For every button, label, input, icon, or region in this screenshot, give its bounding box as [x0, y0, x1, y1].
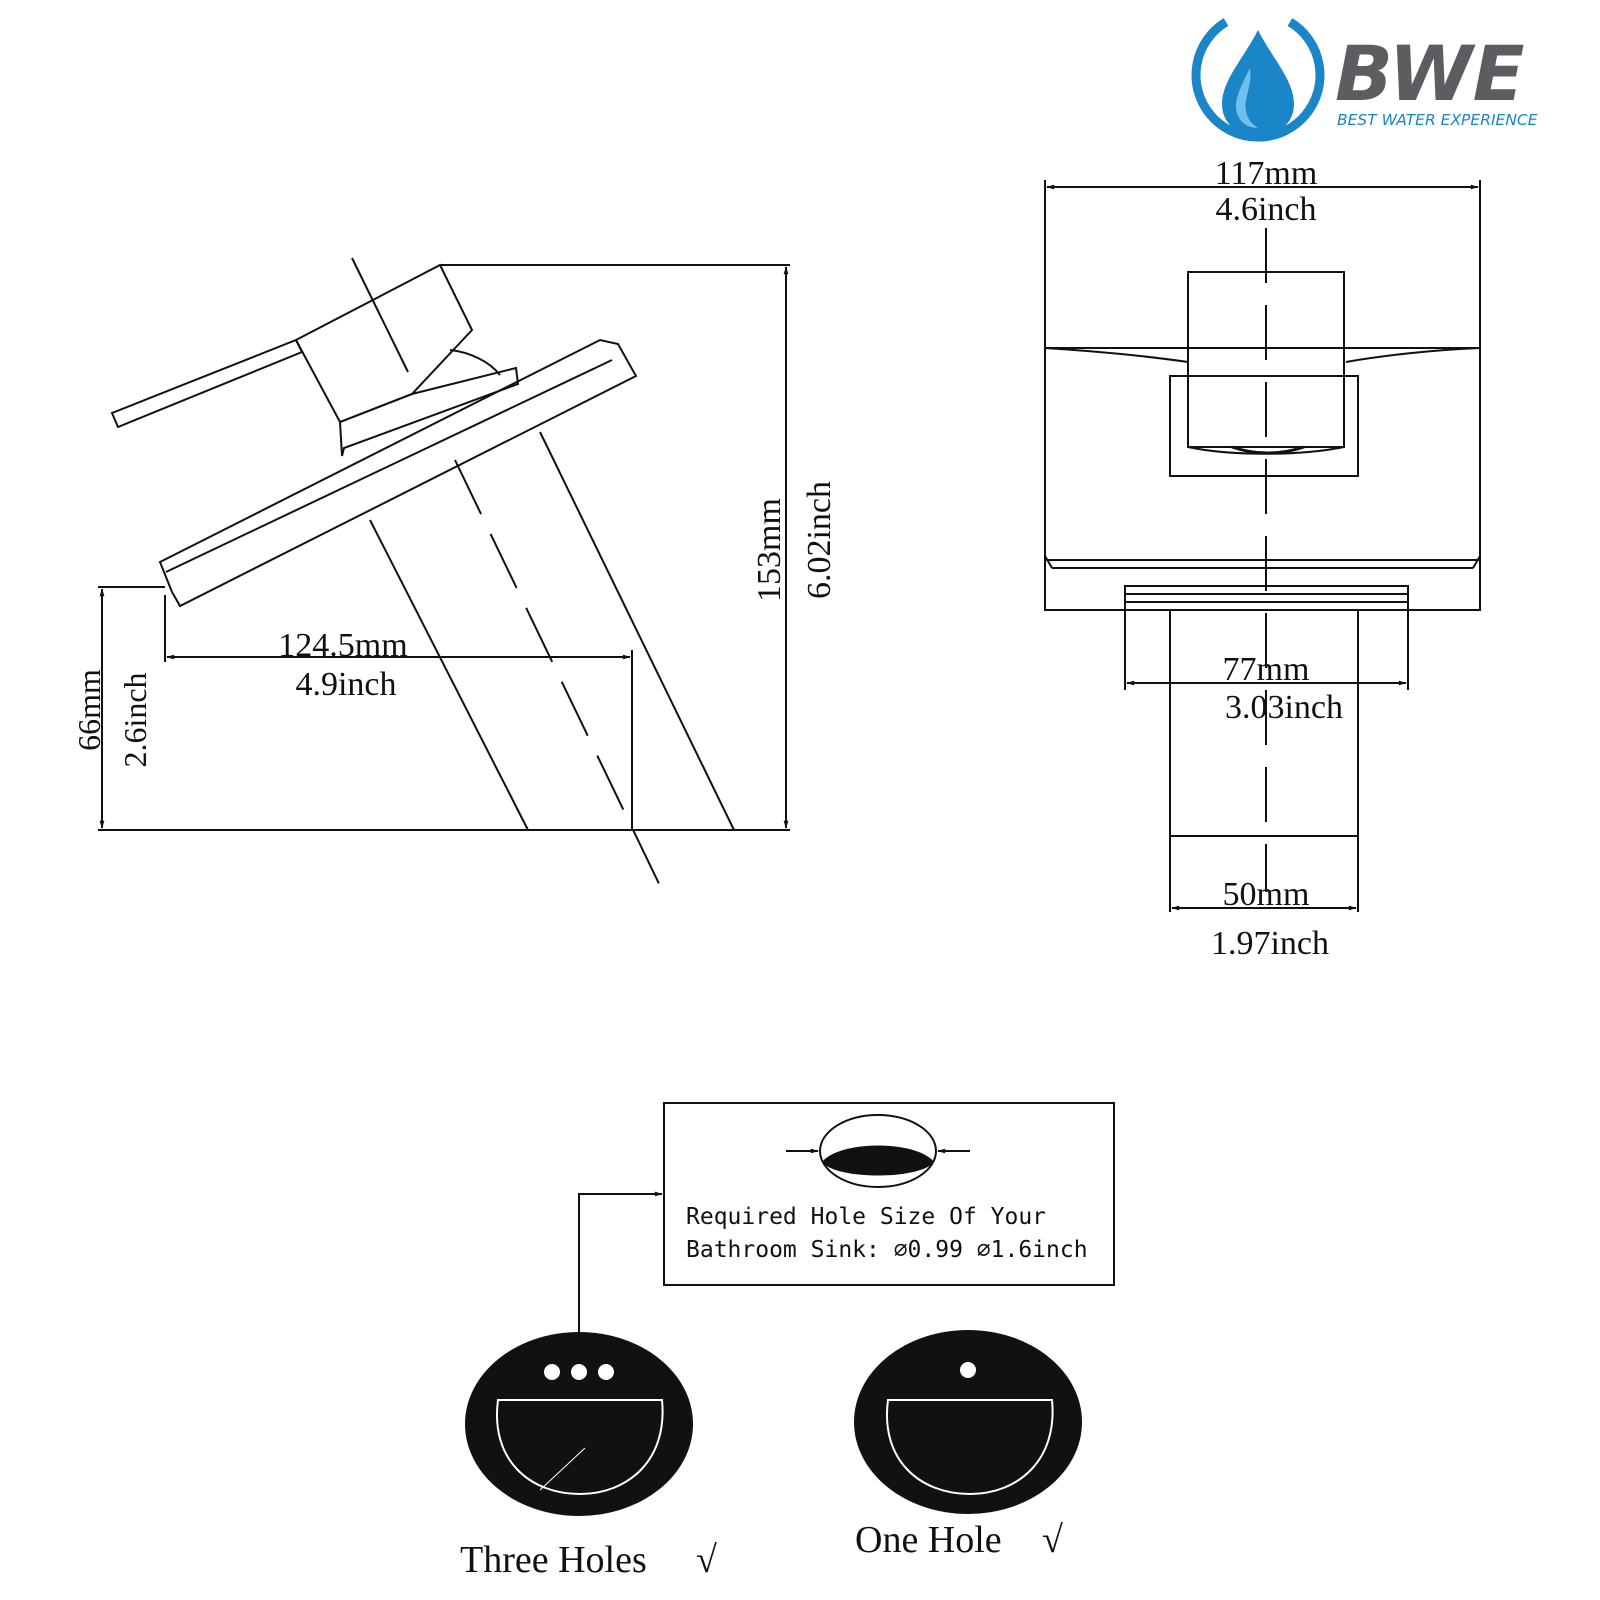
brand-tagline: BEST WATER EXPERIENCE — [1337, 111, 1538, 129]
note-leader-line — [578, 1191, 663, 1340]
handle-body — [295, 263, 474, 424]
three-holes-label: Three Holes — [460, 1539, 647, 1581]
spout-front-face — [1044, 347, 1481, 611]
column-center-line — [454, 459, 663, 891]
side-view-drawing — [98, 257, 790, 891]
reach-inch-label: 4.9inch — [295, 666, 396, 703]
spout-height-inch-label: 2.6inch — [117, 672, 153, 767]
reach-mm-label: 124.5mm — [278, 627, 407, 664]
one-hole-check: √ — [1042, 1519, 1063, 1561]
spout-width-mm-label: 77mm — [1223, 651, 1310, 688]
width-mm-label: 117mm — [1215, 155, 1318, 192]
height-mm-label: 153mm — [751, 498, 788, 602]
spout-width-inch-label: 3.03inch — [1225, 689, 1343, 726]
hole-size-icon — [786, 1114, 970, 1188]
hole-note-line1: Required Hole Size Of Your — [686, 1204, 1046, 1230]
base-width-mm-label: 50mm — [1223, 876, 1310, 913]
one-hole-label: One Hole — [855, 1519, 1002, 1561]
width-inch-label: 4.6inch — [1215, 191, 1316, 228]
front-view-drawing — [1044, 180, 1481, 912]
three-holes-check: √ — [696, 1539, 717, 1581]
one-hole-sink-icon — [854, 1330, 1082, 1514]
brand-name: BWE — [1335, 29, 1525, 118]
height-inch-label: 6.02inch — [801, 481, 838, 599]
three-hole-sink-icon — [465, 1332, 693, 1516]
faucet-handle — [110, 338, 304, 429]
column-right-edge — [539, 431, 735, 831]
base-width-inch-label: 1.97inch — [1211, 925, 1329, 962]
spout-blade — [158, 338, 638, 608]
brand-logo: BWE BEST WATER EXPERIENCE — [1191, 18, 1538, 142]
spout-height-mm-label: 66mm — [71, 669, 107, 751]
hole-note-line2: Bathroom Sink: ⌀0.99 ⌀1.6inch — [686, 1237, 1088, 1263]
column-left-edge — [369, 519, 529, 831]
water-drop-icon — [1191, 18, 1325, 142]
valve-body — [338, 366, 520, 457]
handle-axis-line — [351, 257, 409, 373]
hole-size-note: Required Hole Size Of Your Bathroom Sink… — [663, 1102, 1115, 1286]
